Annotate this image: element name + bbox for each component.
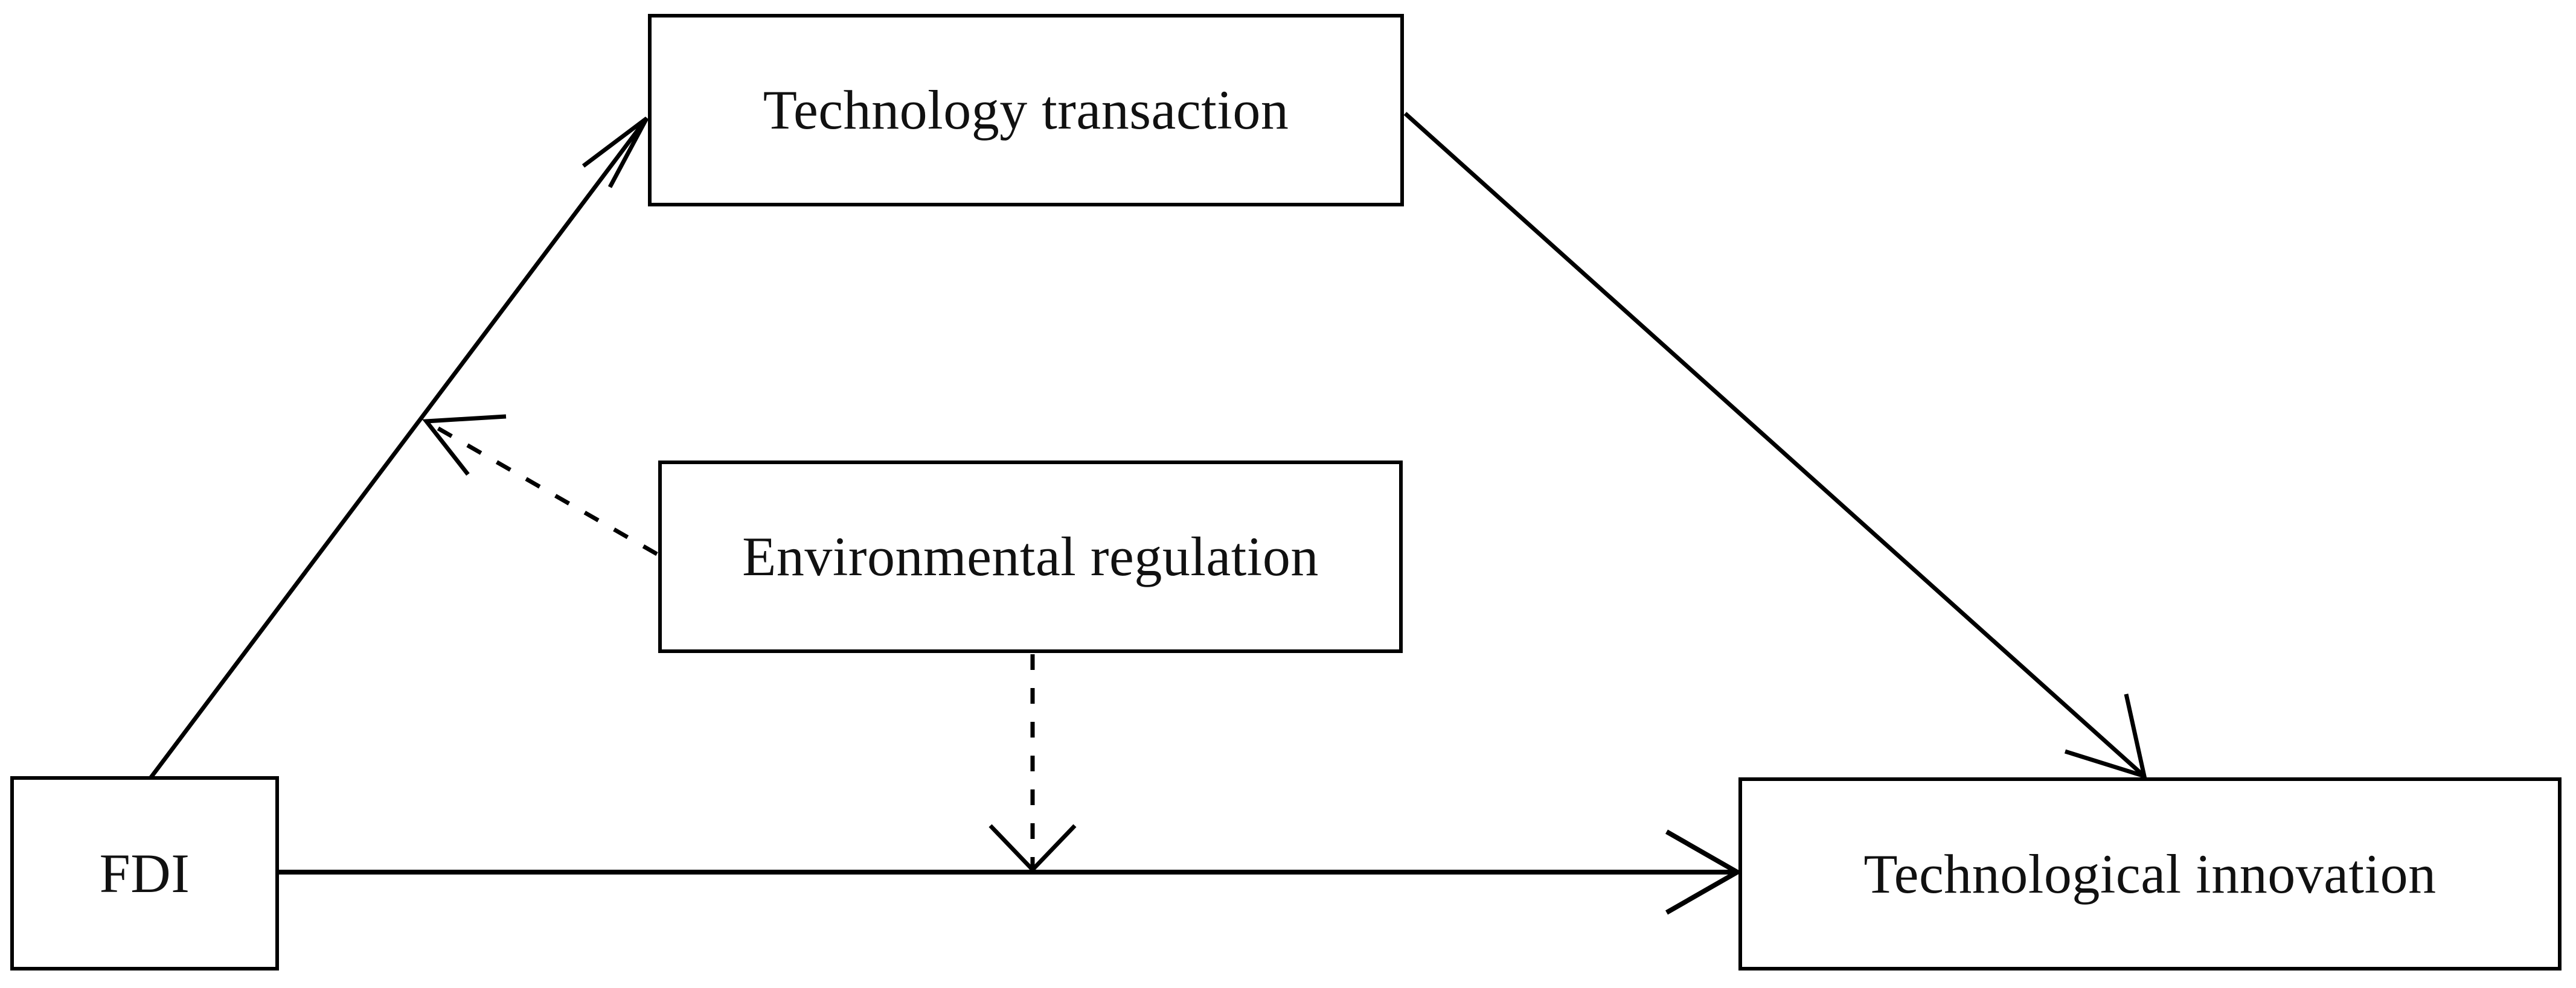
arrowhead-open-v (422, 414, 507, 476)
arrowhead-open-v (1665, 829, 1743, 915)
node-technological-innovation[interactable]: Technological innovation (1738, 777, 2562, 970)
node-environmental-regulation[interactable]: Environmental regulation (658, 461, 1403, 653)
edge-environmental-regulation-moderates-fdi-to-technological-innovation (988, 654, 1077, 873)
node-label-fdi: FDI (99, 842, 190, 904)
edge-technology-transaction-to-technological-innovation (1403, 112, 2147, 780)
node-technology-transaction[interactable]: Technology transaction (648, 14, 1404, 206)
arrowhead-open-v (2064, 693, 2147, 780)
arrowhead-open-v (988, 824, 1077, 873)
edge-fdi-to-technological-innovation (279, 829, 1743, 915)
arrowhead-open-v (582, 116, 649, 188)
edge-fdi-to-technology-transaction (149, 116, 649, 779)
edge-environmental-regulation-moderates-fdi-to-technology-transaction (422, 414, 658, 556)
node-fdi[interactable]: FDI (10, 776, 279, 970)
node-label-technological-innovation: Technological innovation (1863, 843, 2437, 905)
node-label-environmental-regulation: Environmental regulation (742, 526, 1319, 588)
node-label-technology-transaction: Technology transaction (763, 79, 1289, 141)
